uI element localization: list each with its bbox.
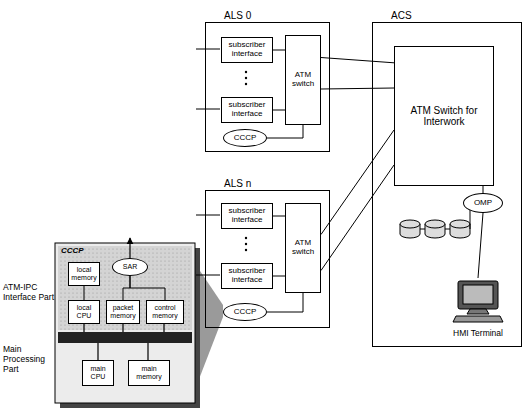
box-label: subscriber interface [223,267,271,285]
subsystem-box: ALS nsubscriber interfacesubscriber inte… [205,190,330,328]
connector [321,88,394,89]
box-heading: ALS n [224,178,251,189]
connector [130,276,165,300]
box-label: subscriber interface [223,41,271,59]
box-label: local CPU [70,304,98,319]
connector [273,110,285,111]
subsystem-box: ALS 0subscriber interfacesubscriber inte… [205,22,330,152]
detail-box: CCCP local memory SAR local CPU packet memor… [55,243,195,403]
switch-box: ATM switch [285,35,321,125]
interface-box: subscriber interface [221,263,273,289]
connector [321,130,394,235]
memory-box: local memory [68,262,100,286]
box-heading: ACS [391,10,412,21]
box-label: ATM switch [287,71,319,89]
terminal-node: HMI Terminal [438,278,518,338]
memory-box: control memory [146,300,184,324]
connector [321,58,394,63]
sar-uplink [129,238,130,258]
processor-ellipse: CCCP [223,303,267,321]
connector [84,286,85,300]
interface-box: subscriber interface [221,203,273,229]
subscriber-lines [196,49,220,275]
interface-box: subscriber interface [221,37,273,63]
box-label: main memory [130,365,168,380]
bus-taps [84,324,164,360]
box-label: ATM switch [287,239,319,257]
interface-box: subscriber interface [221,97,273,123]
connector [321,165,394,271]
connector [273,50,285,51]
main-bus [58,332,192,343]
disk-drives [400,210,470,238]
box-label: SAR [123,263,137,271]
box-label: local memory [70,266,98,281]
box-label: CCCP [234,308,257,317]
memory-box: main memory [128,360,170,386]
switch-box: ATM switch [285,203,321,293]
connector [273,276,285,277]
box-label: ATM Switch for Interwork [396,105,492,127]
box-label: CCCP [234,134,257,143]
cpu-box: local CPU [68,300,100,324]
connector [478,213,483,278]
interface-part-area [58,246,192,330]
connector [483,186,484,193]
cccp-detail-box [55,243,195,403]
box-label: subscriber interface [223,101,271,119]
connector [267,293,303,312]
connector [123,276,130,300]
processor-ellipse: OMP [463,193,503,213]
memory-box: packet memory [106,300,140,324]
sar-ellipse: SAR [112,258,148,276]
box-heading: ALS 0 [224,10,251,21]
connector [273,216,285,217]
switch-box: ATM Switch for Interwork [394,46,494,186]
part-label: ATM-IPC Interface Part [3,283,55,303]
box-label: control memory [148,304,182,319]
cpu-box: main CPU [82,360,114,386]
box-label: packet memory [108,304,138,319]
box-label: HMI Terminal [438,329,518,338]
box-label: subscriber interface [223,207,271,225]
part-label: Main Processing Part [3,345,55,374]
box-label: CCCP [61,247,84,256]
terminal-icon [453,281,503,322]
system-box: ACSATM Switch for InterworkOMP [372,22,522,347]
box-label: main CPU [84,365,112,380]
connector [267,125,303,138]
processor-ellipse: CCCP [223,129,267,147]
box-label: OMP [474,199,492,208]
